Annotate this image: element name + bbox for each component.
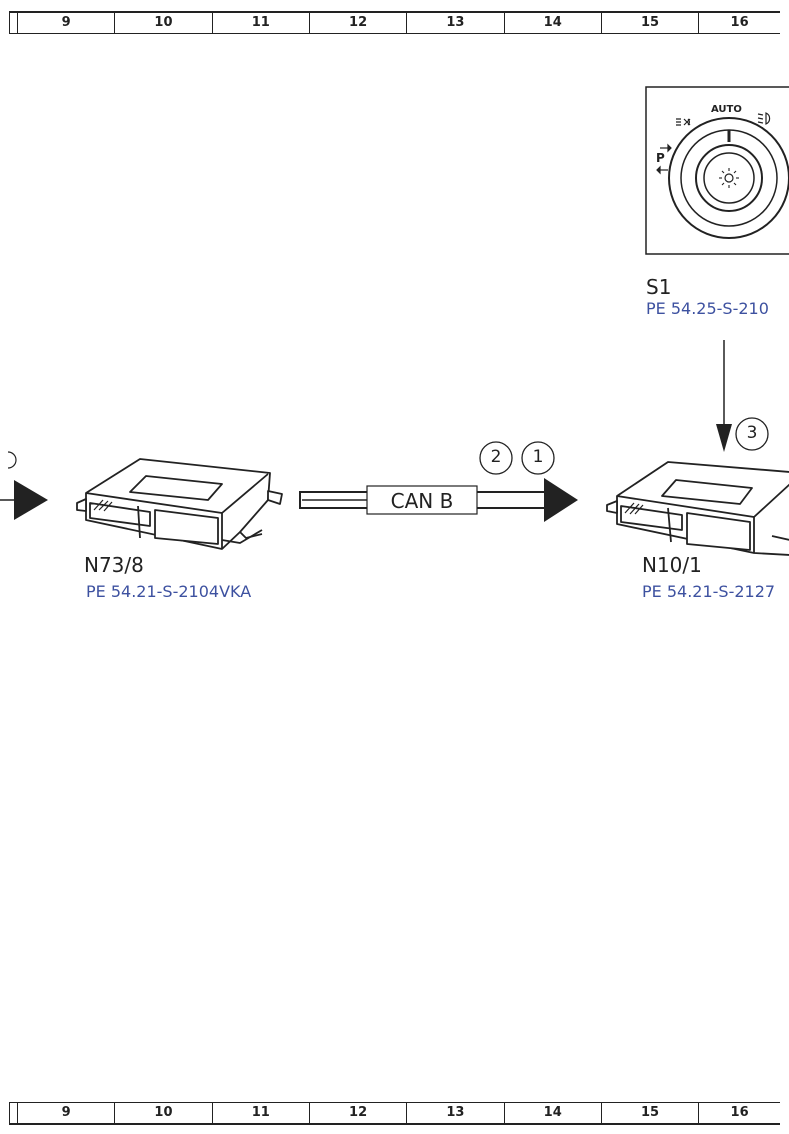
signal-1-marker — [521, 441, 555, 475]
control-unit-n10-1-icon — [606, 461, 789, 556]
ruler-column-14: 14 — [503, 1103, 601, 1123]
signal-3-marker — [735, 417, 769, 451]
ruler-stub — [9, 13, 17, 33]
ruler-stub — [9, 1103, 17, 1123]
ruler-column-16: 16 — [698, 1103, 780, 1123]
s1-reference-link[interactable]: PE 54.25-S-210 — [646, 299, 769, 318]
control-unit-n73-8-icon — [76, 458, 283, 550]
ruler-column-10: 10 — [114, 13, 211, 33]
signal-1-label: 1 — [532, 447, 544, 467]
light-switch-s1-icon — [645, 86, 789, 255]
s1-code: S1 — [646, 275, 672, 299]
ruler-column-15: 15 — [600, 13, 698, 33]
ruler-column-12: 12 — [308, 1103, 406, 1123]
ruler-column-15: 15 — [600, 1103, 698, 1123]
ruler-column-14: 14 — [503, 13, 601, 33]
ruler-column-11: 11 — [211, 1103, 309, 1123]
can-b-bus-line — [299, 478, 578, 522]
column-ruler-bottom: 9 10 11 12 13 14 15 16 — [9, 1102, 780, 1125]
can-b-label: CAN B — [390, 489, 454, 513]
n10-1-code: N10/1 — [642, 553, 702, 577]
column-ruler-top: 9 10 11 12 13 14 15 16 — [9, 11, 780, 34]
ruler-column-16: 16 — [698, 13, 780, 33]
incoming-signal-left — [0, 451, 48, 520]
n73-8-reference-link[interactable]: PE 54.21-S-2104VKA — [86, 582, 252, 601]
ruler-column-11: 11 — [211, 13, 309, 33]
n73-8-code: N73/8 — [84, 553, 144, 577]
signal-2-label: 2 — [490, 447, 502, 467]
ruler-column-9: 9 — [16, 1103, 114, 1123]
ruler-column-13: 13 — [406, 13, 503, 33]
ruler-column-13: 13 — [406, 1103, 503, 1123]
signal-3-label: 3 — [746, 423, 758, 443]
ruler-column-9: 9 — [16, 13, 114, 33]
s1-signal-arrow — [716, 340, 732, 452]
ruler-column-10: 10 — [114, 1103, 211, 1123]
switch-parking-mark: P — [656, 151, 665, 165]
n10-1-reference-link[interactable]: PE 54.21-S-2127 — [642, 582, 776, 601]
ruler-column-12: 12 — [308, 13, 406, 33]
signal-2-marker — [479, 441, 513, 475]
switch-auto-mark: AUTO — [711, 104, 742, 115]
